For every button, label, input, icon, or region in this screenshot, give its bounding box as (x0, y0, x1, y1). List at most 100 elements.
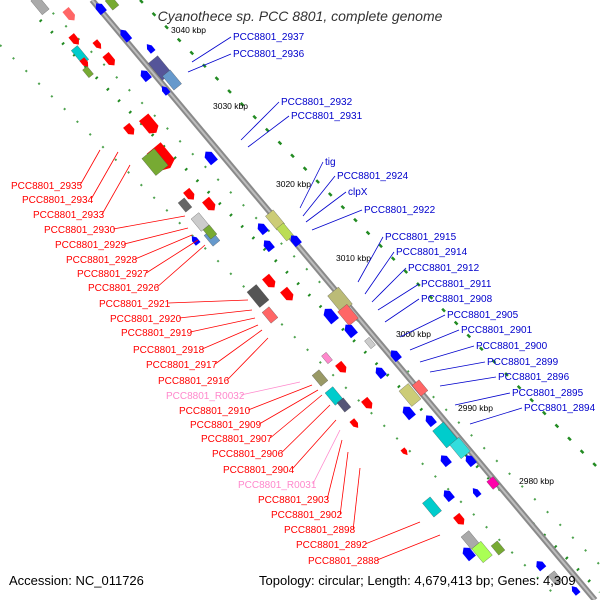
gene-arrow (571, 586, 581, 596)
gene-arrow (402, 406, 416, 421)
gene-label-pcc8801_2921: PCC8801_2921 (99, 299, 171, 310)
gene-feature-40 (323, 308, 339, 325)
gene-arrow (453, 512, 465, 525)
gene-label-pcc8801_2912: PCC8801_2912 (408, 263, 480, 274)
scale-tick-3030-kbp: 3030 kbp (213, 101, 248, 111)
gene-feature-72 (571, 586, 581, 596)
outer-tick-rail (38, 18, 600, 594)
gene-feature-51 (361, 396, 373, 409)
gene-label-pcc8801_2928: PCC8801_2928 (66, 255, 138, 266)
gene-feature-33 (290, 235, 302, 248)
gene-feature-37 (261, 306, 279, 324)
leader-line (371, 267, 407, 303)
gene-label-pcc8801_2910: PCC8801_2910 (179, 406, 251, 417)
gene-feature-58 (440, 455, 452, 468)
gene-label-pcc8801_2896: PCC8801_2896 (498, 372, 570, 383)
gene-arrow (361, 396, 373, 409)
gene-feature-57 (449, 437, 471, 459)
gene-label-pcc8801_2927: PCC8801_2927 (77, 269, 149, 280)
leader-line (202, 324, 259, 350)
gene-label-pcc8801_2933: PCC8801_2933 (33, 210, 105, 221)
gene-block (82, 66, 94, 78)
gene-arrow (443, 490, 455, 503)
gene-feature-16 (161, 86, 171, 96)
gene-label-pcc8801_2894: PCC8801_2894 (524, 403, 596, 414)
left-gene-labels: PCC8801_2935PCC8801_2934PCC8801_2933PCC8… (11, 149, 441, 567)
gene-feature-49 (336, 397, 352, 413)
gene-arrow (139, 113, 159, 134)
gene-feature-68 (490, 540, 506, 556)
gene-label-tig: tig (325, 157, 336, 168)
gene-feature-64 (422, 496, 442, 518)
gene-block (337, 304, 359, 326)
gene-arrow (472, 488, 482, 498)
gene-block (490, 540, 506, 556)
leader-line (269, 394, 323, 439)
gene-block (177, 197, 193, 213)
leader-line (439, 376, 497, 387)
gene-arrow (349, 418, 359, 428)
gene-feature-24 (177, 197, 193, 213)
leader-line (339, 451, 349, 515)
gene-feature-67 (471, 541, 493, 563)
gene-label-pcc8801_2907: PCC8801_2907 (201, 434, 273, 445)
gene-feature-44 (375, 367, 387, 380)
gene-label-pcc8801_2935: PCC8801_2935 (11, 181, 83, 192)
leader-line (454, 392, 511, 406)
gene-feature-31 (257, 223, 269, 236)
gene-block (311, 369, 329, 387)
leader-line (291, 419, 337, 470)
gene-feature-55 (425, 415, 437, 428)
leader-line (79, 149, 101, 186)
gene-label-pcc8801_2932: PCC8801_2932 (281, 97, 353, 108)
gene-block (364, 337, 376, 349)
gene-label-pcc8801_2931: PCC8801_2931 (291, 111, 363, 122)
gene-feature-15 (140, 70, 152, 83)
gene-block (141, 148, 169, 176)
leader-line (352, 467, 361, 530)
leader-line (191, 36, 232, 63)
gene-feature-53 (411, 379, 429, 397)
scale-tick-3010-kbp: 3010 kbp (336, 253, 371, 263)
gene-block (411, 379, 429, 397)
gene-label-pcc8801_2936: PCC8801_2936 (233, 49, 305, 60)
gene-feature-7 (120, 29, 133, 43)
gene-label-pcc8801_2902: PCC8801_2902 (271, 510, 343, 521)
gene-feature-47 (335, 360, 347, 373)
leader-line (240, 381, 301, 396)
gene-feature-20 (123, 122, 135, 135)
leader-line (299, 161, 324, 209)
gene-arrow (161, 86, 171, 96)
gene-block (162, 69, 182, 91)
gene-feature-50 (349, 418, 359, 428)
gene-arrow (123, 122, 135, 135)
leader-line (326, 439, 343, 500)
gene-feature-19 (141, 148, 169, 176)
gene-feature-35 (246, 284, 270, 308)
gene-label-pcc8801_2922: PCC8801_2922 (364, 205, 436, 216)
gene-block (246, 284, 270, 308)
gene-feature-34 (262, 273, 276, 288)
scale-tick-3000-kbp: 3000 kbp (396, 329, 431, 339)
gene-arrow (202, 196, 216, 211)
leader-line (247, 115, 290, 148)
gene-block (202, 224, 218, 240)
gene-block (449, 437, 471, 459)
gene-label-pcc8801_r0031: PCC8801_R0031 (238, 480, 317, 491)
gene-features (30, 0, 581, 596)
gene-label-pcc8801_2908: PCC8801_2908 (421, 294, 493, 305)
gene-feature-22 (183, 187, 195, 200)
scale-tick-2980-kbp: 2980 kbp (519, 476, 554, 486)
gene-feature-45 (321, 352, 333, 364)
gene-label-pcc8801_2900: PCC8801_2900 (476, 341, 548, 352)
gene-block (422, 496, 442, 518)
gene-arrow (62, 7, 75, 21)
leader-line (419, 345, 475, 363)
gene-label-pcc8801_2899: PCC8801_2899 (487, 357, 559, 368)
gene-block (471, 541, 493, 563)
leader-line (179, 309, 253, 319)
leader-line (240, 101, 280, 141)
